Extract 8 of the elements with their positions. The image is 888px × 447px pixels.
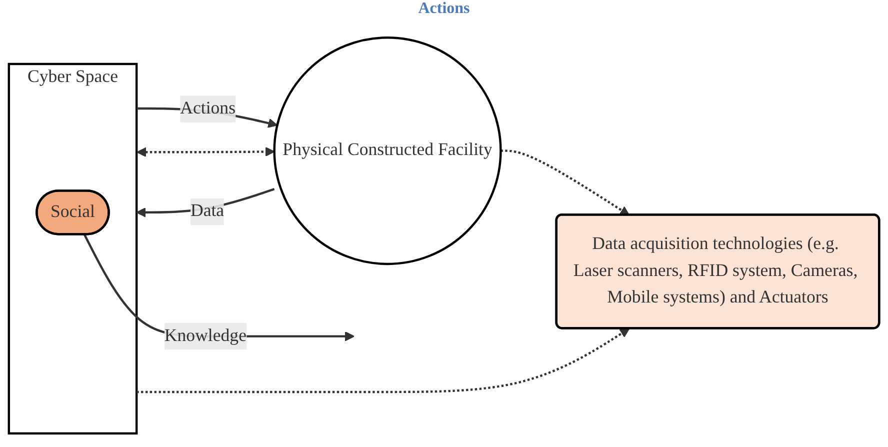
arrow — [500, 150, 630, 216]
node-circle: Physical Constructed Facility — [273, 36, 502, 266]
arrow — [136, 328, 630, 394]
text-label: Actions — [418, 0, 470, 19]
edge-label: Data — [190, 202, 224, 221]
arrow — [136, 146, 275, 158]
edge-label: Knowledge — [164, 326, 246, 346]
edge-label: Actions — [180, 99, 236, 118]
